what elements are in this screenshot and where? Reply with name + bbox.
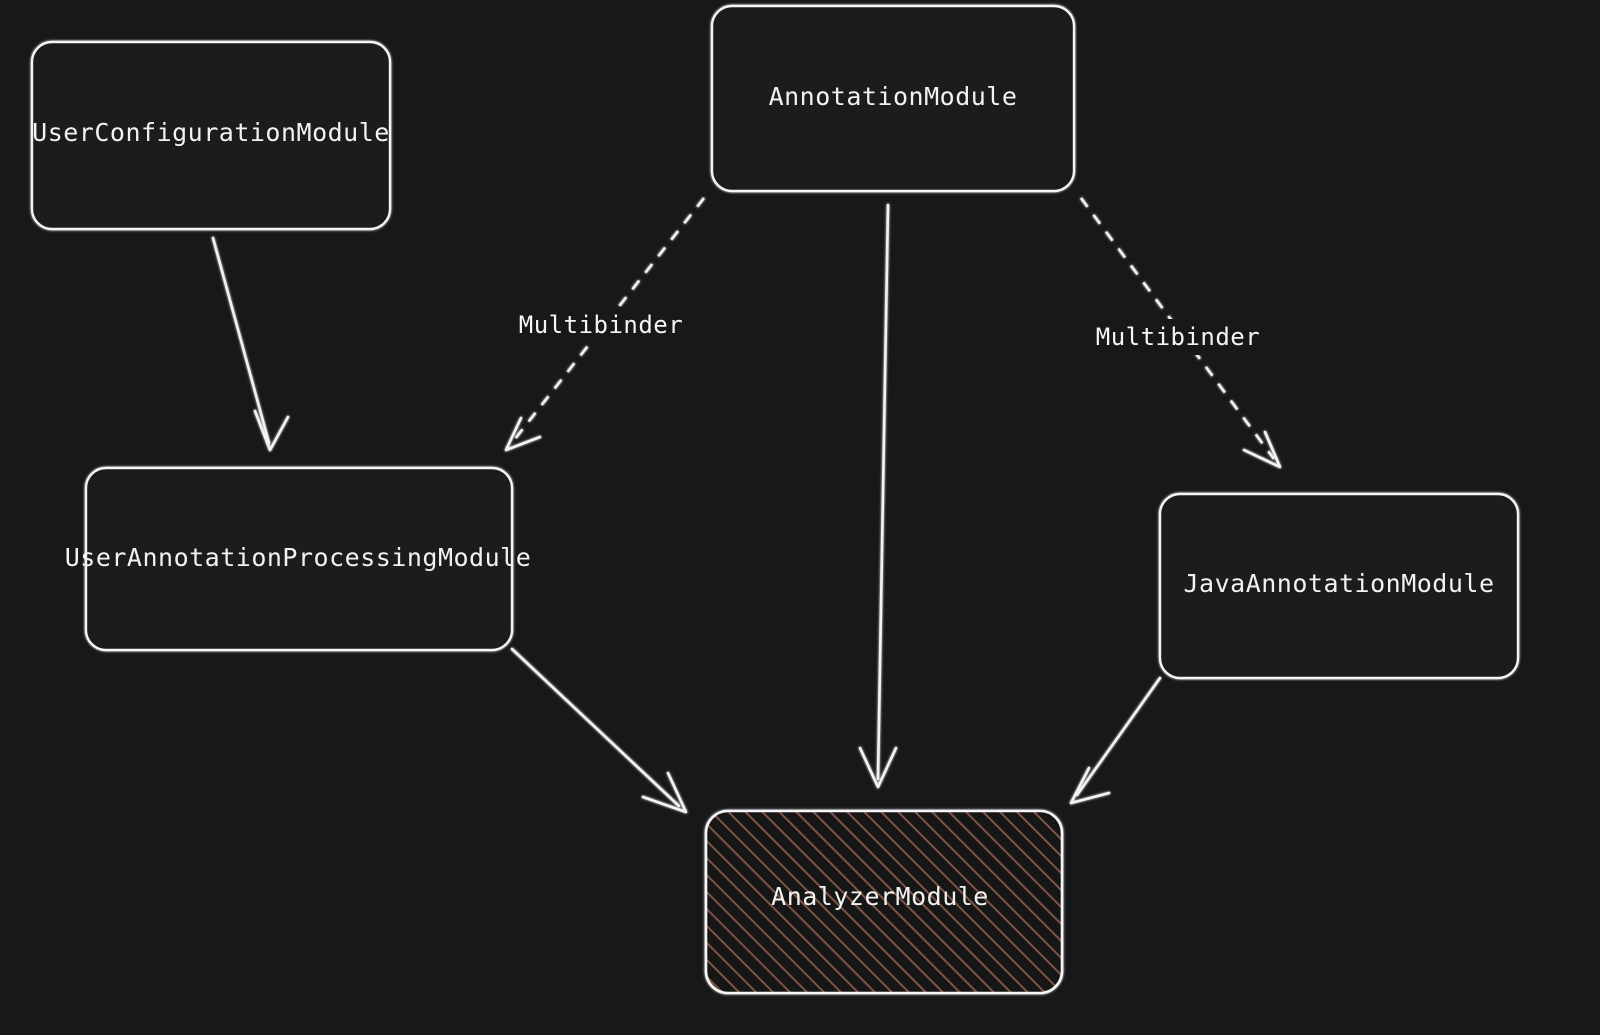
arrow-head-icon [858, 746, 898, 789]
edge-label-text: Multibinder [519, 311, 683, 339]
label-backdrop [513, 307, 689, 343]
edge-label-multibinder-left: Multibinder [513, 307, 689, 343]
edge-label-text: Multibinder [1096, 323, 1260, 351]
edge-userannotationprocessing-to-analyzer [510, 647, 688, 814]
nodes-layer: UserConfigurationModule AnnotationModule… [30, 4, 1520, 995]
edge-path [211, 236, 271, 445]
arrow-head-icon [641, 771, 688, 814]
label-backdrop [1090, 319, 1266, 355]
node-box[interactable] [710, 4, 1076, 193]
node-label-text: UserConfigurationModule [32, 118, 390, 147]
node-label-text: AnnotationModule [769, 82, 1018, 111]
edge-userconfig-to-userannotationprocessing [211, 236, 290, 452]
node-user-configuration-module[interactable]: UserConfigurationModule [30, 40, 392, 231]
node-box-hatched[interactable] [704, 809, 1064, 995]
arrow-head-icon [253, 409, 290, 452]
arrow-head-icon [1242, 430, 1282, 469]
node-annotation-module[interactable]: AnnotationModule [710, 4, 1076, 193]
edge-annotation-to-javaannotation [1079, 197, 1282, 469]
node-box[interactable] [84, 466, 514, 652]
edge-label-multibinder-right: Multibinder [1090, 319, 1266, 355]
edge-path [1075, 676, 1162, 797]
node-label-text: AnalyzerModule [771, 882, 989, 911]
edge-annotation-to-analyzer [858, 203, 898, 789]
node-box[interactable] [1158, 492, 1520, 680]
edge-path [876, 203, 890, 781]
edge-path [510, 647, 681, 808]
edge-labels-layer: Multibinder Multibinder [513, 307, 1266, 355]
node-user-annotation-processing-module[interactable]: UserAnnotationProcessingModule [65, 466, 532, 652]
edge-javaannotation-to-analyzer [1069, 676, 1162, 805]
arrow-head-icon [1069, 766, 1111, 805]
node-box[interactable] [30, 40, 392, 231]
node-label-text: UserAnnotationProcessingModule [65, 543, 532, 572]
node-analyzer-module[interactable]: AnalyzerModule [704, 809, 1064, 995]
arrow-head-icon [504, 416, 542, 452]
node-label-text: JavaAnnotationModule [1183, 569, 1494, 598]
node-java-annotation-module[interactable]: JavaAnnotationModule [1158, 492, 1520, 680]
